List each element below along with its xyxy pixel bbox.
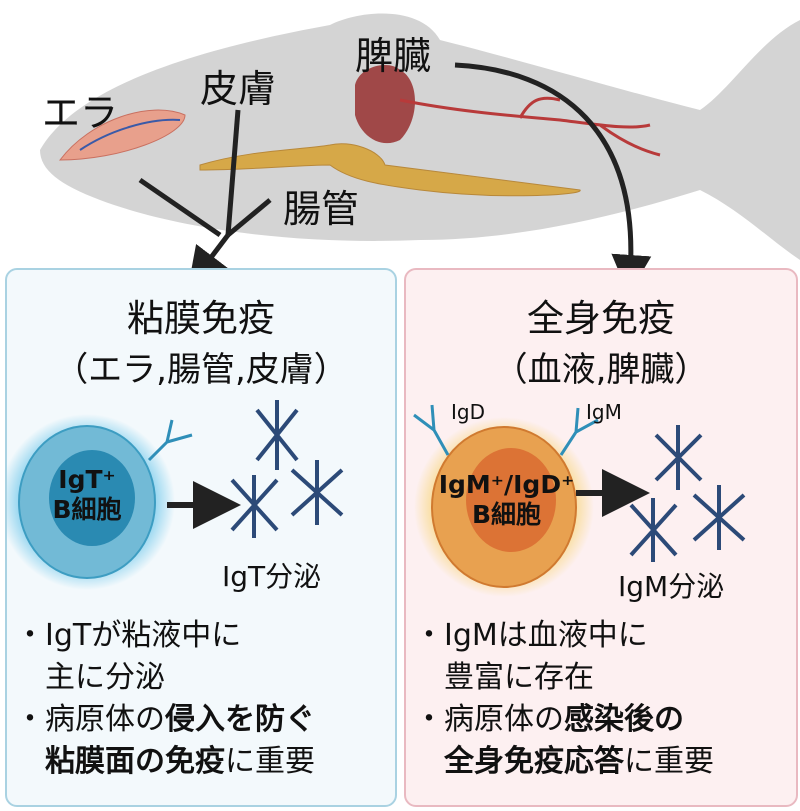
- skin-label: 皮膚: [200, 67, 277, 111]
- nucleus: [49, 450, 135, 546]
- gill-label: エラ: [42, 91, 119, 135]
- antibody-icons: [230, 400, 344, 538]
- cell-label-line1: IgT⁺: [58, 465, 116, 494]
- panel-subtitle: （血液,脾臓）: [493, 350, 709, 390]
- bullet-text: 豊富に存在: [414, 660, 594, 695]
- nucleus: [466, 448, 556, 552]
- antibody-icons: [629, 425, 746, 562]
- bullet-text: 主に分泌: [15, 660, 165, 695]
- cell-label-line1: IgM⁺/IgD⁺: [438, 470, 575, 499]
- panel-title: 粘膜免疫: [127, 297, 275, 340]
- bullet-emphasis: 全身免疫応答: [414, 744, 624, 779]
- panel-title: 全身免疫: [527, 297, 675, 340]
- bullet-text: ・病原体の: [15, 702, 165, 737]
- bullet-list: ・IgTが粘液中に 主に分泌 ・病原体の侵入を防ぐ 粘膜面の免疫に重要: [15, 615, 315, 783]
- mucosal-immunity-panel: 粘膜免疫 （エラ,腸管,皮膚） IgT⁺ B細胞 IgT分泌 ・IgTが粘液中に…: [5, 268, 397, 807]
- igt-bcell-diagram: [7, 400, 344, 590]
- bullet-emphasis: 感染後の: [564, 702, 684, 737]
- gill-icon: [58, 109, 186, 161]
- bullet-text: ・病原体の: [414, 702, 564, 737]
- bullet-text: に重要: [225, 744, 315, 779]
- bullet-text: に重要: [624, 744, 714, 779]
- arrows: [138, 62, 652, 295]
- gut-icon: [199, 143, 581, 197]
- igd-receptor-icon: [413, 404, 450, 456]
- gut-label: 腸管: [283, 187, 360, 231]
- secretion-label: IgM分泌: [618, 570, 725, 603]
- panel-subtitle: （エラ,腸管,皮膚）: [54, 350, 348, 390]
- cell-label-line2: B細胞: [52, 495, 122, 524]
- bullet-emphasis: 侵入を防ぐ: [165, 702, 315, 737]
- secretion-label: IgT分泌: [222, 560, 322, 593]
- bullet-list: ・IgMは血液中に 豊富に存在 ・病原体の感染後の 全身免疫応答に重要: [414, 615, 714, 783]
- membrane-antibody-icon: [147, 419, 193, 462]
- spleen-icon: [355, 65, 661, 157]
- igm-receptor-icon: [559, 407, 599, 456]
- bullet-text: ・IgMは血液中に: [414, 618, 648, 653]
- spleen-label: 脾臓: [355, 34, 432, 78]
- igd-label: IgD: [451, 400, 485, 424]
- igm-bcell-diagram: [413, 404, 746, 597]
- bullet-text: ・IgTが粘液中に: [15, 618, 242, 653]
- igm-label: IgM: [586, 400, 622, 424]
- systemic-immunity-panel: 全身免疫 （血液,脾臓） IgD IgM IgM⁺/IgD⁺ B細胞 IgM分泌…: [404, 268, 798, 807]
- cell-label-line2: B細胞: [471, 500, 542, 529]
- bullet-emphasis: 粘膜面の免疫: [15, 744, 225, 779]
